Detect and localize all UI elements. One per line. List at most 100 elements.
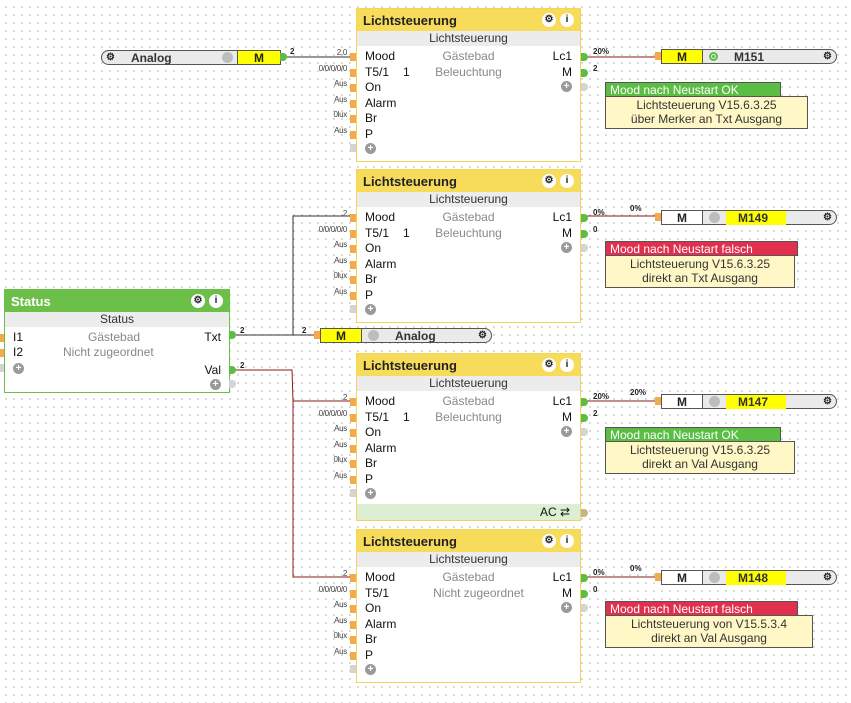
input-port-empty[interactable] xyxy=(350,144,356,152)
note-body[interactable]: Lichtsteuerung V15.6.3.25 direkt an Txt … xyxy=(605,255,795,288)
add-output-icon[interactable]: + xyxy=(561,242,572,253)
add-input-icon[interactable]: + xyxy=(13,363,24,374)
input-port[interactable] xyxy=(350,68,356,77)
input-port[interactable] xyxy=(350,574,356,582)
settings-icon[interactable]: ⚙ xyxy=(478,330,487,341)
settings-icon[interactable]: ⚙ xyxy=(823,212,832,223)
add-input-icon[interactable]: + xyxy=(365,143,376,154)
input-port[interactable] xyxy=(655,213,661,221)
output-port-lc1[interactable] xyxy=(581,53,588,61)
settings-icon[interactable]: ⚙ xyxy=(106,52,115,63)
marker-node-m147[interactable]: M M147 ⚙ xyxy=(661,394,837,409)
output-port-lc1[interactable] xyxy=(581,574,588,582)
input-port[interactable] xyxy=(0,349,4,357)
note-body[interactable]: Lichtsteuerung V15.6.3.25 über Merker an… xyxy=(605,96,808,129)
input-port[interactable] xyxy=(0,334,4,342)
add-input-icon[interactable]: + xyxy=(365,304,376,315)
info-icon[interactable]: i xyxy=(560,534,574,548)
info-icon[interactable]: i xyxy=(560,174,574,188)
ac-bar[interactable]: AC ⇄ xyxy=(357,504,580,520)
info-icon[interactable]: i xyxy=(560,13,574,27)
settings-icon[interactable]: ⚙ xyxy=(823,396,832,407)
analog-node-top[interactable]: ⚙ Analog M xyxy=(101,50,281,65)
input-port-empty[interactable] xyxy=(350,305,356,313)
add-input-icon[interactable]: + xyxy=(365,488,376,499)
note-body[interactable]: Lichtsteuerung V15.6.3.25 direkt an Val … xyxy=(605,441,795,474)
input-port-empty[interactable] xyxy=(350,665,356,673)
output-port-empty[interactable] xyxy=(581,244,588,252)
output-port-txt[interactable] xyxy=(229,331,236,339)
input-port[interactable] xyxy=(350,398,356,406)
settings-icon[interactable]: ⚙ xyxy=(542,174,556,188)
add-output-icon[interactable]: + xyxy=(561,426,572,437)
output-port-m[interactable] xyxy=(581,230,588,238)
output-port-lc1[interactable] xyxy=(581,398,588,406)
input-port[interactable] xyxy=(350,130,356,139)
input-port[interactable] xyxy=(350,636,356,644)
input-port[interactable] xyxy=(350,589,356,598)
marker-node-m149[interactable]: M M149 ⚙ xyxy=(661,210,837,225)
input-port-empty[interactable] xyxy=(350,489,356,497)
add-output-icon[interactable]: + xyxy=(210,379,221,390)
input-port[interactable] xyxy=(350,245,356,253)
input-port-empty[interactable] xyxy=(0,364,4,372)
settings-icon[interactable]: ⚙ xyxy=(542,534,556,548)
input-port[interactable] xyxy=(350,115,356,123)
lichtsteuerung-block-2[interactable]: Lichtsteuerung ⚙ i Lichtsteuerung 2 Mood… xyxy=(319,169,605,323)
block-header: Status ⚙ i xyxy=(5,290,229,312)
output-port-empty[interactable] xyxy=(581,83,588,91)
input-port[interactable] xyxy=(350,84,356,92)
input-port[interactable] xyxy=(350,291,356,300)
t5-suffix: 1 xyxy=(403,409,410,424)
output-port-m[interactable] xyxy=(581,69,588,77)
note-body[interactable]: Lichtsteuerung von V15.5.3.4 direkt an V… xyxy=(605,615,813,648)
marker-node-m151[interactable]: M M151 ⚙ xyxy=(661,49,837,64)
output-port-val[interactable] xyxy=(229,366,236,374)
lichtsteuerung-block-3[interactable]: Lichtsteuerung ⚙ i Lichtsteuerung 2 Mood… xyxy=(319,353,609,521)
settings-icon[interactable]: ⚙ xyxy=(823,51,832,62)
input-port[interactable] xyxy=(350,413,356,422)
input-port[interactable] xyxy=(350,444,356,453)
input-value: 0/0/0/0/0 xyxy=(318,224,348,234)
input-port[interactable] xyxy=(350,214,356,222)
marker-node-m148[interactable]: M M148 ⚙ xyxy=(661,570,837,585)
status-block[interactable]: Status ⚙ i Status I1 Gästebad Txt I2 Nic… xyxy=(0,289,230,393)
output-port-m[interactable] xyxy=(581,414,588,422)
input-port[interactable] xyxy=(350,276,356,284)
add-output-icon[interactable]: + xyxy=(561,81,572,92)
output-port-empty[interactable] xyxy=(229,380,236,388)
settings-icon[interactable]: ⚙ xyxy=(823,572,832,583)
output-port-empty[interactable] xyxy=(581,604,588,612)
input-port[interactable] xyxy=(350,620,356,629)
input-port[interactable] xyxy=(350,651,356,660)
info-icon[interactable]: i xyxy=(560,358,574,372)
input-port[interactable] xyxy=(350,53,356,61)
input-port[interactable] xyxy=(655,573,661,581)
lichtsteuerung-block-4[interactable]: Lichtsteuerung ⚙ i Lichtsteuerung 2 Mood… xyxy=(319,529,605,683)
input-port[interactable] xyxy=(350,229,356,238)
analog-node-mid[interactable]: M Analog ⚙ xyxy=(320,328,492,343)
add-input-icon[interactable]: + xyxy=(365,664,376,675)
input-port[interactable] xyxy=(655,397,661,405)
input-port[interactable] xyxy=(350,429,356,437)
output-port-empty[interactable] xyxy=(581,428,588,436)
info-icon[interactable]: i xyxy=(209,294,223,308)
input-port[interactable] xyxy=(350,99,356,108)
settings-icon[interactable]: ⚙ xyxy=(542,358,556,372)
settings-icon[interactable]: ⚙ xyxy=(191,294,205,308)
input-port[interactable] xyxy=(350,260,356,269)
settings-icon[interactable]: ⚙ xyxy=(542,13,556,27)
output-port[interactable] xyxy=(280,53,287,61)
add-output-icon[interactable]: + xyxy=(561,602,572,613)
input-port[interactable] xyxy=(350,475,356,484)
lichtsteuerung-block-1[interactable]: Lichtsteuerung ⚙ i Lichtsteuerung 2.0 Mo… xyxy=(319,8,609,162)
input-row: Aus On xyxy=(334,424,580,440)
input-port[interactable] xyxy=(314,331,320,339)
input-port[interactable] xyxy=(655,52,661,60)
output-port-lc1[interactable] xyxy=(581,214,588,222)
input-port[interactable] xyxy=(350,460,356,468)
input-port[interactable] xyxy=(350,605,356,613)
output-port-ac[interactable] xyxy=(581,509,588,517)
active-status-icon xyxy=(709,52,718,61)
output-port-m[interactable] xyxy=(581,590,588,598)
